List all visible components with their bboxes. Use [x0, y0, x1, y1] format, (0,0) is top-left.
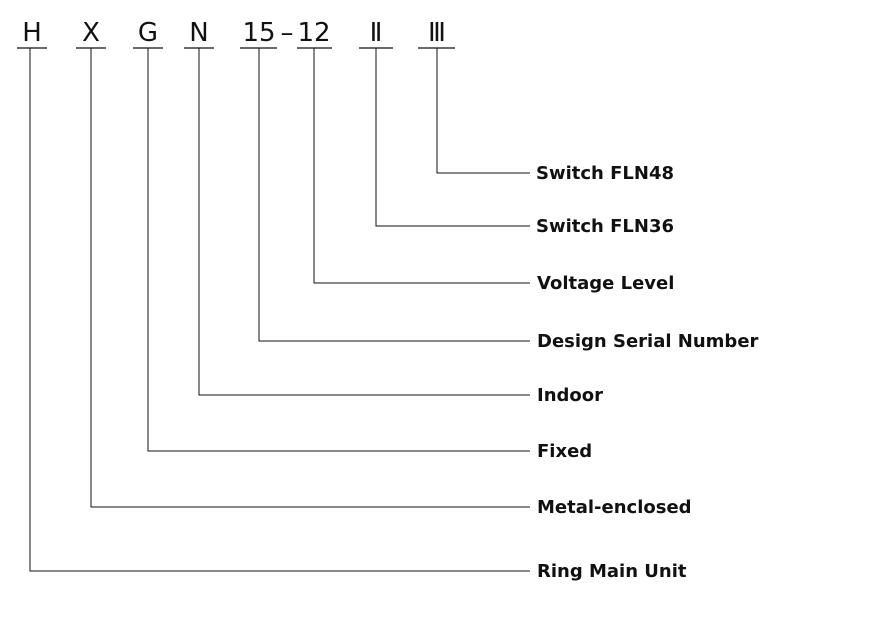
label-switch-fln48: Switch FLN48: [536, 163, 674, 184]
label-ring-main-unit: Ring Main Unit: [537, 561, 687, 582]
leader-line-roman-2: [375, 48, 530, 227]
label-indoor: Indoor: [537, 385, 603, 406]
label-switch-fln36: Switch FLN36: [536, 216, 674, 237]
leader-line-g: [147, 48, 530, 452]
code-char-x: X: [82, 18, 100, 48]
leader-line-15: [258, 48, 530, 342]
leader-line-12: [313, 48, 530, 284]
code-dash: –: [281, 18, 294, 48]
label-voltage-level: Voltage Level: [537, 273, 674, 294]
code-char-12: 12: [297, 18, 330, 48]
code-char-h: H: [22, 18, 42, 48]
leader-line-roman-3: [436, 48, 530, 174]
label-fixed: Fixed: [537, 441, 592, 462]
code-char-g: G: [138, 18, 158, 48]
code-char-n: N: [189, 18, 208, 48]
code-char-15: 15: [242, 18, 275, 48]
label-design-serial-number: Design Serial Number: [537, 331, 759, 352]
leader-line-h: [29, 48, 530, 572]
label-metal-enclosed: Metal-enclosed: [537, 497, 692, 518]
code-char-roman-3: Ⅲ: [428, 18, 446, 48]
code-char-roman-2: Ⅱ: [370, 18, 383, 48]
leader-line-x: [90, 48, 530, 508]
leader-line-n: [198, 48, 530, 396]
